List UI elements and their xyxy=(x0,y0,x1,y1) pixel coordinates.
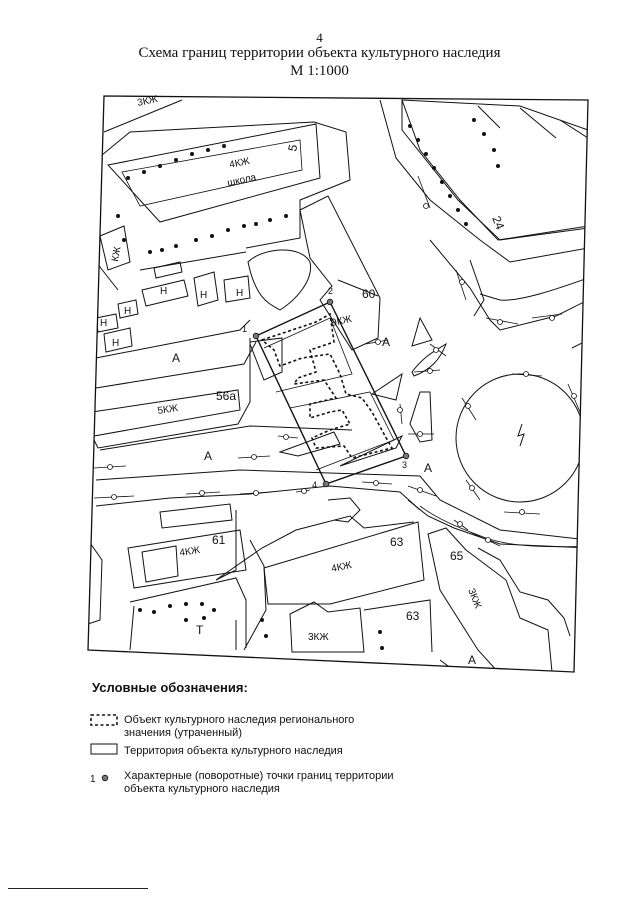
label-building-65: 65 xyxy=(450,549,464,563)
label-building-5: 5 xyxy=(285,143,300,153)
label-lawn: Т xyxy=(196,623,204,637)
label-a-1: А xyxy=(172,351,180,365)
footer-rule xyxy=(8,888,148,889)
boundary-points xyxy=(252,298,410,488)
legend-item-text: объекта культурного наследия xyxy=(124,783,280,795)
legend-point-symbol xyxy=(101,774,109,782)
legend-title: Условные обозначения: xyxy=(92,680,248,695)
legend-point-label: 1 xyxy=(90,774,96,785)
tree-dots xyxy=(116,118,500,650)
building-block-school xyxy=(95,99,351,359)
legend-item-text: Территория объекта культурного наследия xyxy=(124,745,343,757)
label-n-5: Н xyxy=(100,318,107,329)
label-building-63b: 63 xyxy=(406,609,420,623)
label-school-floors: 4КЖ xyxy=(228,156,251,171)
label-building-63: 63 xyxy=(390,535,404,549)
building-block-24 xyxy=(379,99,588,263)
label-n-6: Н xyxy=(112,338,119,349)
legend-item-text: Характерные (поворотные) точки границ те… xyxy=(124,770,394,782)
label-building-61: 61 xyxy=(212,533,226,547)
label-n-3: Н xyxy=(160,286,167,297)
power-symbol-icon xyxy=(517,423,525,447)
green-island xyxy=(247,249,312,311)
label-point-3: 3 xyxy=(402,460,407,470)
legend-item-text: Объект культурного наследия региональног… xyxy=(124,714,355,726)
label-n-2: Н xyxy=(236,288,243,299)
legend-dashed-symbol xyxy=(90,714,118,726)
label-building-60-floors: 9КЖ xyxy=(330,314,353,329)
legend-item-text: значения (утраченный) xyxy=(124,727,242,739)
heritage-object-dashed xyxy=(260,312,394,459)
label-building-56a: 56а xyxy=(216,389,236,403)
legend-solid-symbol xyxy=(90,743,118,755)
label-building-63b-floors: 3КЖ xyxy=(308,632,329,643)
label-3kzh-top: 3КЖ xyxy=(136,94,159,109)
label-building-61-floors: 4КЖ xyxy=(179,545,202,559)
legend-item-heritage-territory: Территория объекта культурного наследия xyxy=(124,745,343,758)
label-building-24: 24 xyxy=(489,214,507,232)
label-a-2: А xyxy=(382,335,390,349)
label-kzh-left: КЖ xyxy=(110,245,124,262)
label-point-2: 2 xyxy=(328,286,333,296)
label-point-1: 1 xyxy=(242,324,247,334)
building-63b xyxy=(289,601,365,653)
label-building-56a-floors: 5КЖ xyxy=(157,403,180,417)
building-63 xyxy=(263,521,425,605)
traffic-island-3 xyxy=(370,372,403,401)
label-building-60: 60 xyxy=(362,287,376,301)
road-markings xyxy=(93,175,581,547)
building-60 xyxy=(299,195,381,351)
traffic-island-5 xyxy=(278,431,341,457)
page-number: 4 xyxy=(316,30,323,45)
legend-item-boundary-points: Характерные (поворотные) точки границ те… xyxy=(124,770,394,796)
label-n-4: Н xyxy=(124,306,131,317)
label-a-4: А xyxy=(424,461,432,475)
map-labels: 3КЖ 4КЖ школа 5 КЖ 24 60 9КЖ Н Н Н Н Н Н… xyxy=(90,94,507,785)
page-title: Схема границ территории объекта культурн… xyxy=(138,45,501,61)
legend-item-heritage-object: Объект культурного наследия региональног… xyxy=(124,714,354,740)
traffic-island-2 xyxy=(411,342,447,377)
map-scale: М 1:1000 xyxy=(290,63,349,79)
traffic-island-1 xyxy=(411,316,433,347)
label-n-1: Н xyxy=(200,290,207,301)
building-65 xyxy=(427,527,553,672)
label-building-63-floors: 4КЖ xyxy=(330,560,353,575)
map-frame xyxy=(87,95,589,673)
label-point-4: 4 xyxy=(312,480,317,490)
label-a-5: А xyxy=(468,653,476,667)
label-a-3: А xyxy=(204,449,212,463)
traffic-island-4 xyxy=(409,391,433,443)
building-61 xyxy=(127,529,247,589)
